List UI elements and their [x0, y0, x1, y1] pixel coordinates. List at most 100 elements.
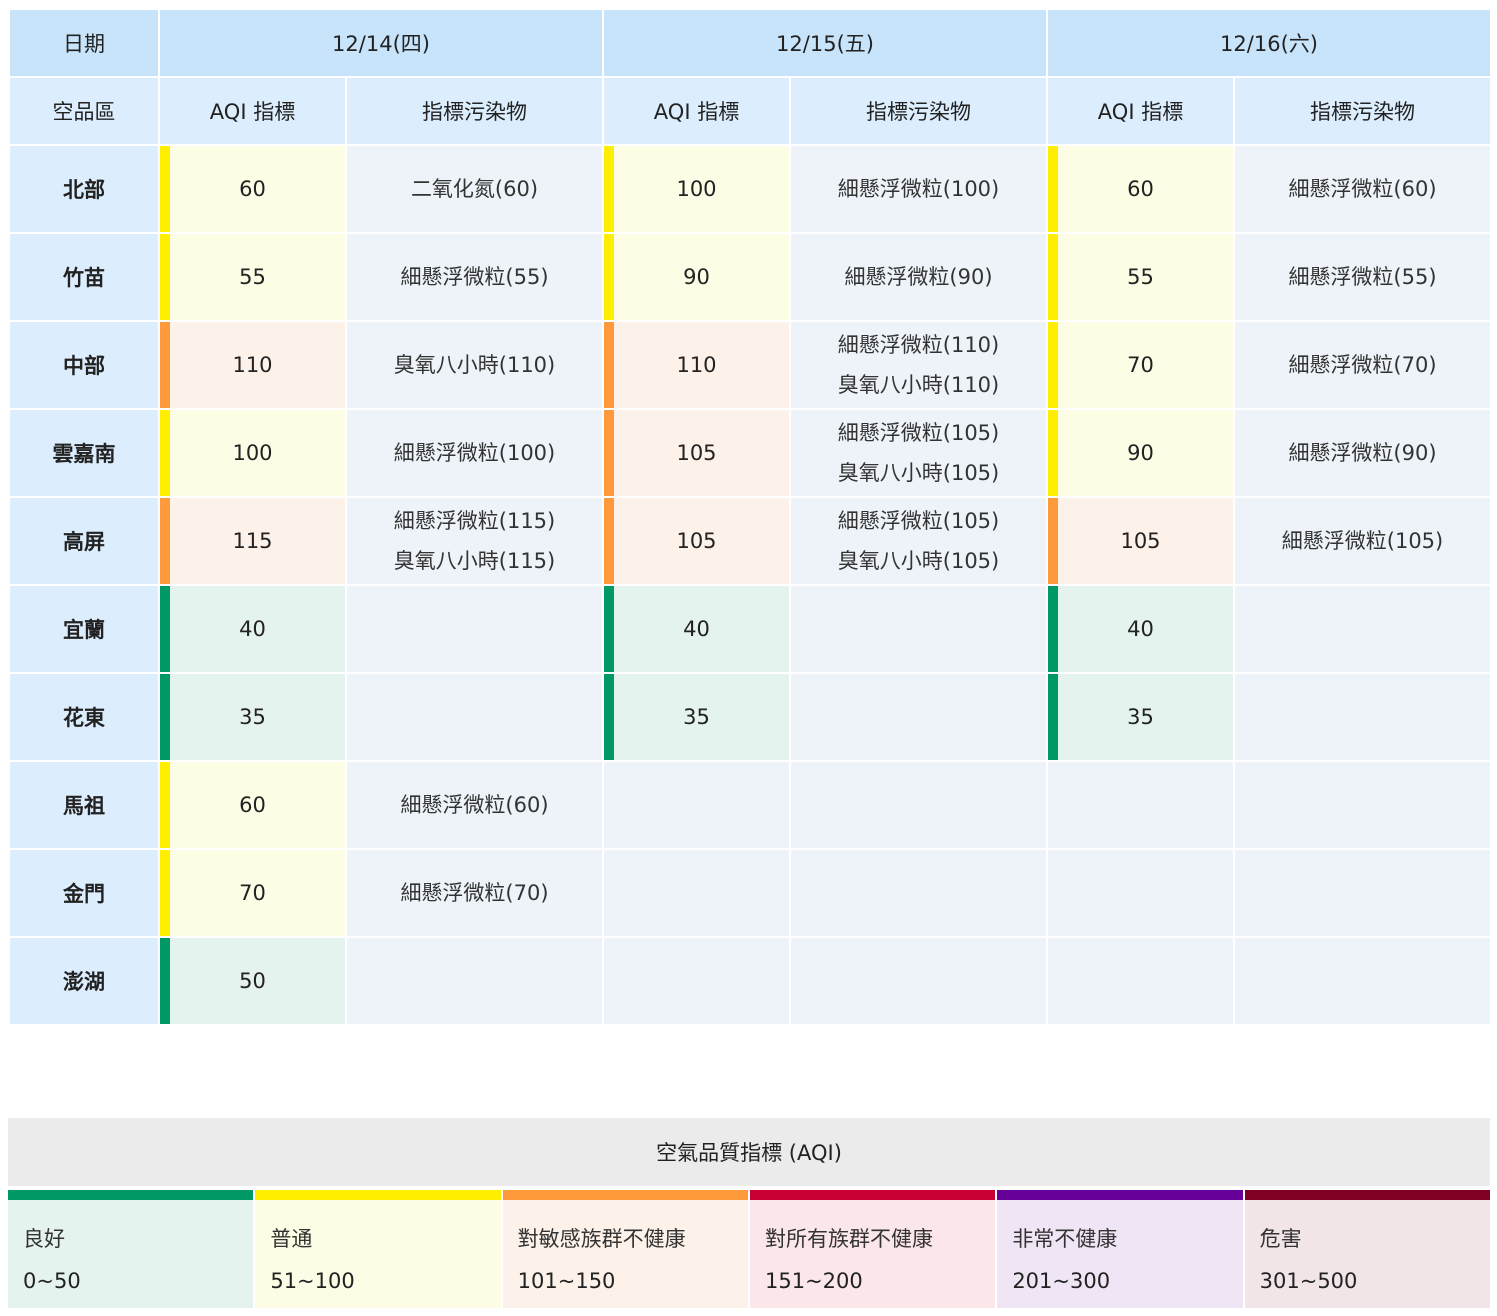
- aqi-level-bar: [160, 850, 170, 936]
- pollutant-cell: 臭氧八小時(110): [345, 320, 604, 410]
- pollutant-text: 臭氧八小時(115): [393, 549, 556, 573]
- aqi-value: 35: [1127, 705, 1154, 729]
- aqi-level-bar: [1048, 586, 1058, 672]
- pollutant-header-1: 指標污染物: [345, 76, 604, 146]
- empty-pollutant-cell: [789, 848, 1048, 938]
- region-name: 北部: [8, 144, 160, 234]
- date-header-1: 12/14(四): [158, 8, 604, 78]
- pollutant-cell: [1233, 584, 1492, 674]
- aqi-level-bar: [604, 146, 614, 232]
- aqi-value: 110: [676, 353, 717, 377]
- aqi-level-bar: [1048, 410, 1058, 496]
- aqi-value-cell: 50: [158, 936, 347, 1026]
- aqi-level-bar: [160, 498, 170, 584]
- aqi-level-bar: [1048, 322, 1058, 408]
- empty-pollutant-cell: [1233, 848, 1492, 938]
- pollutant-cell: 細懸浮微粒(55): [1233, 232, 1492, 322]
- aqi-value: 105: [676, 529, 717, 553]
- aqi-level-bar: [160, 322, 170, 408]
- pollutant-cell: 細懸浮微粒(105)臭氧八小時(105): [789, 408, 1048, 498]
- legend-label: 普通: [270, 1227, 313, 1251]
- aqi-value-cell: 105: [602, 496, 791, 586]
- aqi-value-cell: 105: [1046, 496, 1235, 586]
- legend-label: 非常不健康: [1012, 1227, 1118, 1251]
- aqi-value: 70: [1127, 353, 1154, 377]
- pollutant-text: 臭氧八小時(110): [393, 353, 556, 377]
- empty-aqi-cell: [1046, 848, 1235, 938]
- region-name: 高屏: [8, 496, 160, 586]
- aqi-value-cell: 35: [158, 672, 347, 762]
- legend-range: 0~50: [23, 1269, 81, 1293]
- aqi-value-cell: 90: [602, 232, 791, 322]
- aqi-value-cell: 70: [1046, 320, 1235, 410]
- legend-range: 201~300: [1012, 1269, 1111, 1293]
- legend-item: 對敏感族群不健康 101~150: [502, 1190, 748, 1308]
- pollutant-cell: 細懸浮微粒(100): [789, 144, 1048, 234]
- aqi-level-bar: [604, 410, 614, 496]
- aqi-level-bar: [604, 322, 614, 408]
- aqi-value-cell: 100: [158, 408, 347, 498]
- region-name: 澎湖: [8, 936, 160, 1026]
- empty-aqi-cell: [602, 936, 791, 1026]
- pollutant-text: 臭氧八小時(105): [837, 461, 1000, 485]
- legend-label: 良好: [23, 1227, 65, 1251]
- legend-item: 良好 0~50: [8, 1190, 254, 1308]
- empty-aqi-cell: [602, 760, 791, 850]
- legend-range: 151~200: [764, 1269, 863, 1293]
- legend-item: 非常不健康 201~300: [997, 1190, 1243, 1308]
- pollutant-cell: 細懸浮微粒(110)臭氧八小時(110): [789, 320, 1048, 410]
- pollutant-cell: [789, 584, 1048, 674]
- date-header-2: 12/15(五): [602, 8, 1048, 78]
- aqi-value-cell: 40: [1046, 584, 1235, 674]
- legend-range: 301~500: [1259, 1269, 1358, 1293]
- aqi-value: 60: [1127, 177, 1154, 201]
- empty-aqi-cell: [602, 848, 791, 938]
- aqi-value-cell: 60: [1046, 144, 1235, 234]
- aqi-level-bar: [160, 674, 170, 760]
- pollutant-cell: 細懸浮微粒(90): [1233, 408, 1492, 498]
- aqi-value-cell: 90: [1046, 408, 1235, 498]
- pollutant-cell: 細懸浮微粒(115)臭氧八小時(115): [345, 496, 604, 586]
- pollutant-text: 細懸浮微粒(70): [400, 881, 549, 905]
- pollutant-cell: 細懸浮微粒(100): [345, 408, 604, 498]
- pollutant-text: 細懸浮微粒(105): [1281, 529, 1444, 553]
- aqi-value: 35: [239, 705, 266, 729]
- pollutant-text: 細懸浮微粒(55): [400, 265, 549, 289]
- pollutant-text: 細懸浮微粒(110): [837, 333, 1000, 357]
- aqi-value-cell: 40: [602, 584, 791, 674]
- pollutant-cell: [345, 672, 604, 762]
- aqi-value-cell: 110: [602, 320, 791, 410]
- legend-label: 對所有族群不健康: [764, 1227, 933, 1251]
- region-name: 竹苗: [8, 232, 160, 322]
- legend-range: 101~150: [517, 1269, 616, 1293]
- pollutant-cell: [345, 936, 604, 1026]
- aqi-value-cell: 35: [1046, 672, 1235, 762]
- aqi-value-cell: 55: [1046, 232, 1235, 322]
- aqi-header-2: AQI 指標: [602, 76, 791, 146]
- pollutant-text: 細懸浮微粒(100): [837, 177, 1000, 201]
- legend-range: 51~100: [270, 1269, 355, 1293]
- pollutant-cell: 細懸浮微粒(70): [1233, 320, 1492, 410]
- pollutant-cell: [789, 672, 1048, 762]
- aqi-value: 90: [1127, 441, 1154, 465]
- pollutant-cell: 細懸浮微粒(60): [345, 760, 604, 850]
- pollutant-cell: [1233, 672, 1492, 762]
- pollutant-cell: 細懸浮微粒(105)臭氧八小時(105): [789, 496, 1048, 586]
- pollutant-text: 細懸浮微粒(55): [1288, 265, 1437, 289]
- aqi-header-3: AQI 指標: [1046, 76, 1235, 146]
- aqi-value: 100: [232, 441, 273, 465]
- legend-label: 對敏感族群不健康: [517, 1227, 686, 1251]
- aqi-value: 105: [1120, 529, 1161, 553]
- empty-pollutant-cell: [789, 760, 1048, 850]
- aqi-level-bar: [604, 498, 614, 584]
- date-label: 日期: [8, 8, 160, 78]
